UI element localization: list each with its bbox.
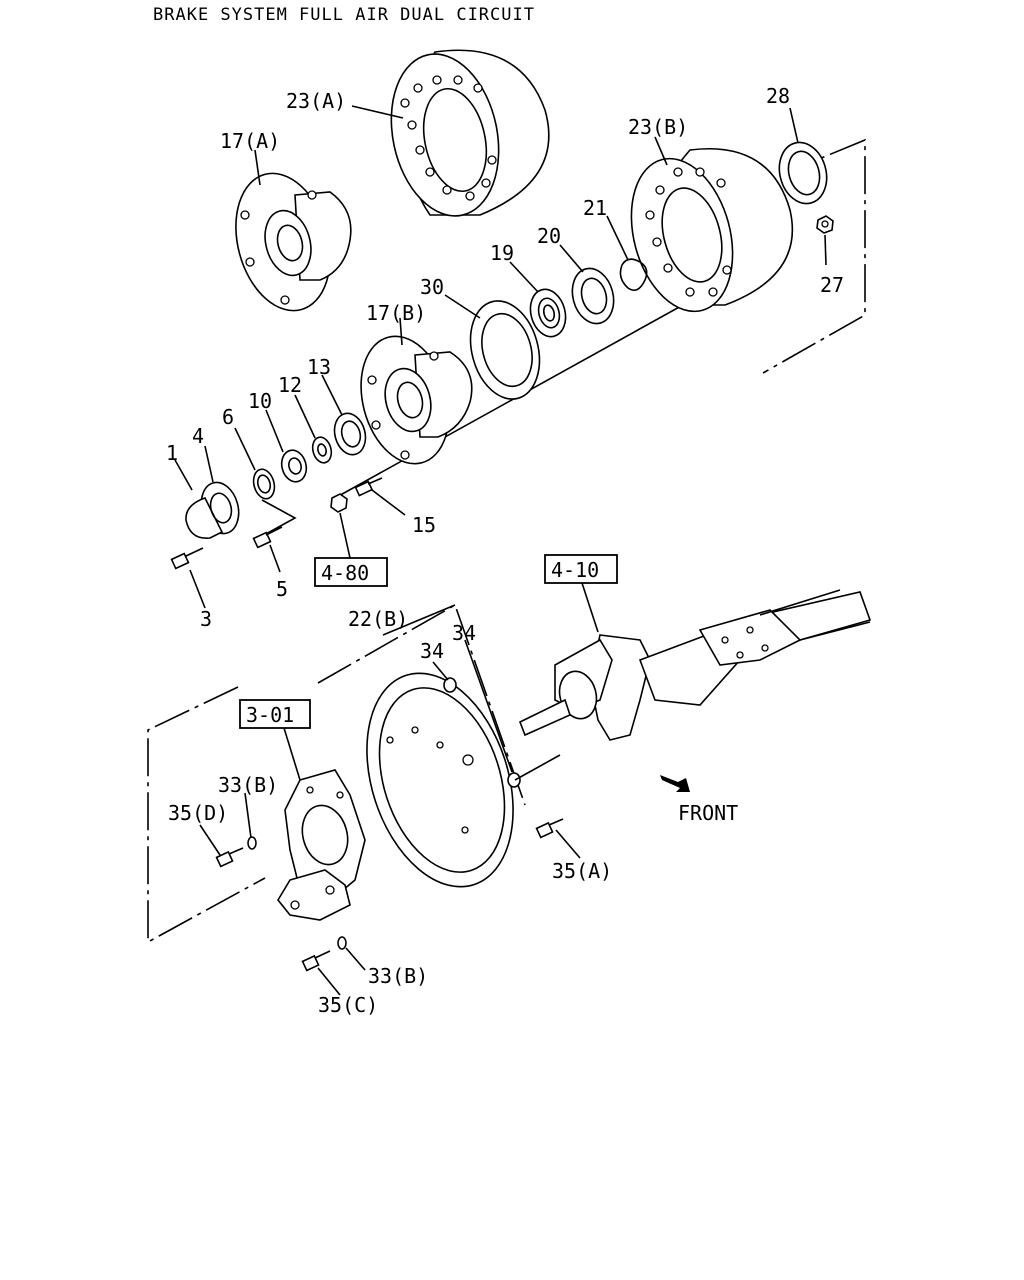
label-23a: 23(A): [286, 89, 346, 113]
label-35c: 35(C): [318, 993, 378, 1017]
brake-bracket-3-01: [277, 769, 366, 921]
stud-bolt-15: [330, 477, 383, 513]
brake-drum-23b: [630, 148, 794, 313]
ref-box-4-80[interactable]: 4-80: [314, 557, 388, 587]
label-17a: 17(A): [220, 129, 280, 153]
knuckle-axis-line: [514, 754, 561, 781]
bolt-35c: [301, 950, 331, 972]
wheel-hub-17a: [235, 172, 352, 312]
bolt-35d: [215, 847, 244, 868]
label-27: 27: [820, 273, 844, 297]
gasket-6: [252, 468, 276, 500]
label-34-lower: 34: [452, 621, 476, 645]
label-1: 1: [166, 441, 178, 465]
bearing-13: [333, 412, 367, 456]
label-33b-lower: 33(B): [368, 964, 428, 988]
grommet-34-upper: [443, 677, 457, 693]
abs-sensor-ring-30: [469, 300, 541, 400]
label-5: 5: [276, 577, 288, 601]
label-21: 21: [583, 196, 607, 220]
label-19: 19: [490, 241, 514, 265]
oil-seal-28: [778, 141, 828, 205]
label-34-upper: 34: [420, 639, 444, 663]
leader-lines: [174, 105, 827, 996]
backing-plate-22b: [366, 672, 514, 888]
label-4: 4: [192, 424, 204, 448]
label-13: 13: [307, 355, 331, 379]
washer-33b-upper: [247, 836, 257, 850]
svg-text:4-10: 4-10: [551, 558, 599, 582]
upper-assembly-frame: [762, 138, 866, 374]
label-23b: 23(B): [628, 115, 688, 139]
leader-6-4: [254, 499, 297, 541]
diagram-title: BRAKE SYSTEM FULL AIR DUAL CIRCUIT: [153, 5, 535, 25]
label-3: 3: [200, 607, 212, 631]
wheel-hub-17b: [360, 335, 473, 465]
nut-27: [816, 215, 834, 234]
label-6: 6: [222, 405, 234, 429]
label-15: 15: [412, 513, 436, 537]
label-22b: 22(B): [348, 607, 408, 631]
bolt-3: [170, 547, 204, 570]
washer-12: [311, 436, 333, 464]
grommet-34-lower: [507, 772, 521, 788]
ref-box-3-01[interactable]: 3-01: [239, 699, 311, 729]
hub-nut-10: [280, 449, 308, 483]
label-12: 12: [278, 373, 302, 397]
label-10: 10: [248, 389, 272, 413]
label-35a: 35(A): [552, 859, 612, 883]
label-front: FRONT: [678, 801, 738, 825]
hub-cap-1: [185, 481, 240, 539]
label-33b-upper: 33(B): [218, 773, 278, 797]
label-35d: 35(D): [168, 801, 228, 825]
part-labels: 23(A) 17(A) 23(B) 28 27 21 20 19 30 17(B…: [166, 84, 844, 1017]
label-17b: 17(B): [366, 301, 426, 325]
bolt-5: [252, 526, 283, 549]
label-30: 30: [420, 275, 444, 299]
steering-knuckle-axle: [518, 589, 872, 741]
brake-drum-23a: [390, 49, 550, 217]
front-direction-arrow-icon: [660, 775, 690, 792]
svg-text:4-80: 4-80: [321, 561, 369, 585]
label-28: 28: [766, 84, 790, 108]
svg-text:3-01: 3-01: [246, 703, 294, 727]
seal-20: [571, 267, 615, 325]
snap-ring-21: [619, 258, 648, 291]
bearing-19: [529, 288, 567, 338]
ref-box-4-10[interactable]: 4-10: [544, 554, 618, 584]
lower-assembly-frame: [147, 603, 526, 944]
bolt-35a: [535, 818, 564, 839]
washer-33b-lower: [337, 936, 347, 950]
label-20: 20: [537, 224, 561, 248]
